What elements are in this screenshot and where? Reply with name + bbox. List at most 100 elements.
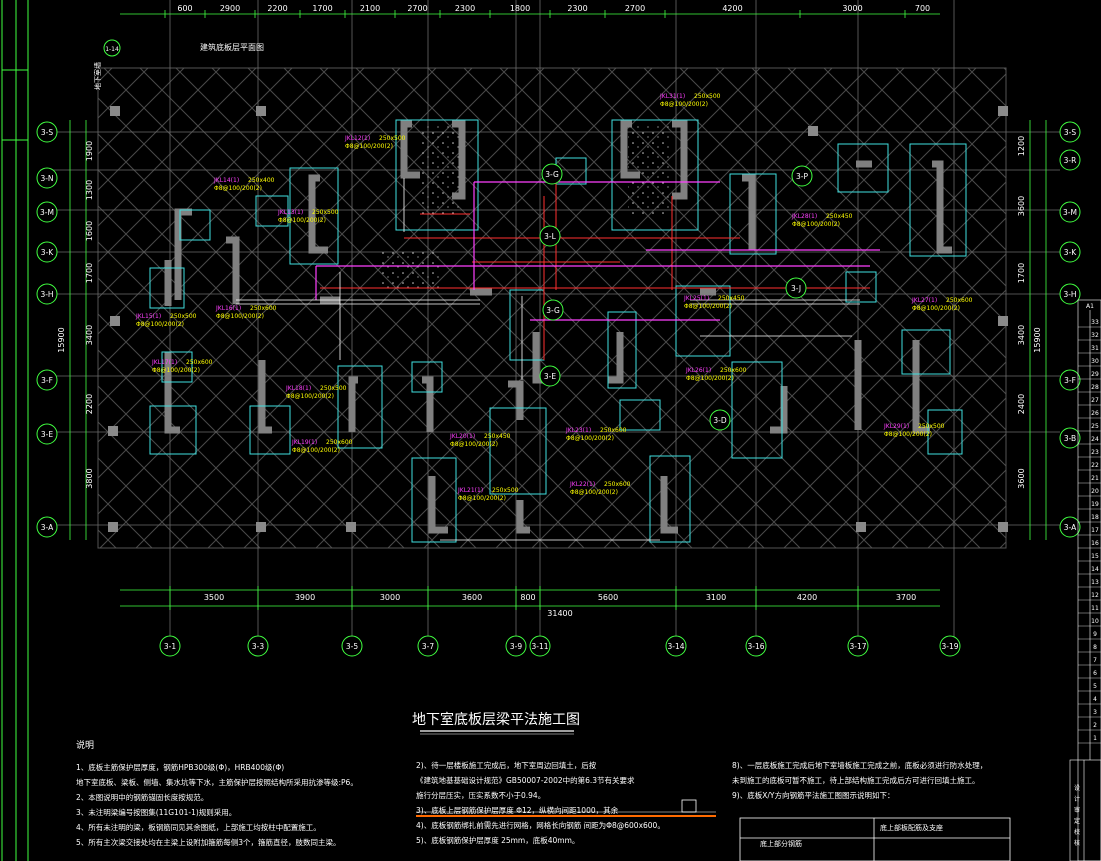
dim-top-1: 2900 [220, 4, 240, 13]
beam-label-name: JKL19(1) [291, 439, 317, 446]
axis-right-1-circle [1059, 149, 1081, 171]
axis-right-3: 3-K [1059, 241, 1081, 263]
axis-bottom-0-circle [159, 635, 181, 657]
title-block-row-1: 32 [1091, 332, 1099, 339]
left-border [1, 0, 29, 861]
drawing-title: 地下室底板层梁平法施工图 [412, 711, 580, 728]
title-block-side-2: 审 [1074, 806, 1080, 814]
title-block-rows: 3332313029282726252423222120191817161514… [1078, 319, 1101, 744]
dim-right-4: 2400 [1017, 394, 1026, 414]
keyplan-title: 底上部板配筋及支座 [880, 823, 943, 832]
beam-label-rebar: Φ8@100/200(2) [686, 375, 734, 382]
title-block-row-0: 33 [1091, 319, 1099, 326]
beam-label-size: 250x600 [250, 305, 277, 312]
notes_right-line-1: 未到施工的底板可暂不施工，待上部结构施工完成后方可进行回填土施工。 [732, 775, 980, 785]
axis-bottom-8-label: 3-17 [849, 642, 866, 651]
beam-label-name: JKL14(1) [213, 177, 239, 184]
title-block-side-3: 定 [1074, 817, 1080, 825]
axis-left-5-label: 3-F [41, 376, 53, 385]
axis-bottom-9-label: 3-19 [941, 642, 958, 651]
notes_left-line-4: 4、所有未注明的梁，板钢筋同见其余图纸，上部施工均按柱中配置施工。 [76, 822, 321, 832]
beam-label-rebar: Φ8@100/200(2) [566, 435, 614, 442]
dim-left-2: 1600 [85, 221, 94, 241]
axis-bottom-4-circle [505, 635, 527, 657]
beam-label-name: JKL31(1) [659, 93, 685, 100]
title-block-side-0: 设 [1074, 784, 1080, 792]
axis-right-5-circle [1059, 369, 1081, 391]
axis-bottom-0: 3-1 [159, 635, 181, 657]
dim-top-10: 4200 [722, 4, 742, 13]
axis-inner-2-label: 3-G [545, 170, 559, 179]
title-block-row-9: 24 [1091, 436, 1099, 443]
dim-top-6: 2300 [455, 4, 475, 13]
axis-bottom-3-circle [417, 635, 439, 657]
beam-label-name: JKL28(1) [791, 213, 817, 220]
beam-label-size: 250x400 [248, 177, 275, 184]
title-block-row-17: 16 [1091, 540, 1099, 547]
axis-bottom-0-label: 3-1 [164, 642, 176, 651]
dim-top-0: 600 [177, 4, 192, 13]
beam-label-rebar: Φ8@100/200(2) [214, 185, 262, 192]
notes-right: 8)、一层底板施工完成后地下室墙板施工完成之前，底板必须进行防水处理， 未到施工… [732, 760, 987, 800]
beam-label-name: JKL26(1) [685, 367, 711, 374]
beam-label-size: 250x500 [320, 385, 347, 392]
beam-label-rebar: Φ8@100/200(2) [136, 321, 184, 328]
level-marker: 1-14 [103, 39, 121, 57]
beam-label-rebar: Φ8@100/200(2) [570, 489, 618, 496]
beam-label-size: 250x600 [600, 427, 627, 434]
title-block-row-12: 21 [1091, 475, 1099, 482]
beam-label-size: 250x600 [720, 367, 747, 374]
beam-label-size: 250x500 [312, 209, 339, 216]
axis-bottom-7-circle [745, 635, 767, 657]
axis-bottom-8: 3-17 [847, 635, 869, 657]
title-block-row-8: 25 [1091, 423, 1099, 430]
axis-left-1-circle [36, 167, 58, 189]
axis-right-5-label: 3-F [1064, 376, 1076, 385]
dim-bottom-4: 800 [520, 593, 535, 602]
beam-label-size: 250x450 [484, 433, 511, 440]
axis-right-4-label: 3-H [1063, 290, 1076, 299]
notes_right-line-0: 8)、一层底板施工完成后地下室墙板施工完成之前，底板必须进行防水处理， [732, 760, 987, 770]
title-block-row-19: 14 [1091, 566, 1099, 573]
notes_left-line-5: 5、所有主次梁交接处均在主梁上设附加箍筋每侧3个，箍筋直径，肢数同主梁。 [76, 837, 341, 847]
notes-heading: 说明 [76, 739, 94, 751]
axis-right-7: 3-A [1059, 516, 1081, 538]
axis-bottom-2-label: 3-5 [346, 642, 358, 651]
axis-right-4-circle [1059, 283, 1081, 305]
beam-label-size: 250x600 [186, 359, 213, 366]
dim-bottom-5: 5600 [598, 593, 618, 602]
axis-bottom-6-circle [665, 635, 687, 657]
beam-label-size: 250x450 [826, 213, 853, 220]
axis-right-5: 3-F [1059, 369, 1081, 391]
beam-label-name: JKL27(1) [911, 297, 937, 304]
beam-label-name: JKL16(1) [215, 305, 241, 312]
beam-label-rebar: Φ8@100/200(2) [884, 431, 932, 438]
dim-bottom-8: 3700 [896, 593, 916, 602]
title-block-row-18: 15 [1091, 553, 1099, 560]
beam-label-rebar: Φ8@100/200(2) [684, 303, 732, 310]
title-block-row-29: 4 [1093, 696, 1097, 703]
title-block-row-15: 18 [1091, 514, 1099, 521]
dim-top-11: 3000 [842, 4, 862, 13]
beam-label-name: JKL29(1) [883, 423, 909, 430]
axis-right-0-circle [1059, 121, 1081, 143]
dim-left-0: 1900 [85, 141, 94, 161]
title-block-row-31: 2 [1093, 722, 1097, 729]
axis-right-2-circle [1059, 201, 1081, 223]
axis-bottom-2-circle [341, 635, 363, 657]
axis-bottom-1-circle [247, 635, 269, 657]
notes_left-line-1: 地下室底板、梁板、侧墙、集水坑等下水，主筋保护层按照结构所采用抗渗等级:P6。 [76, 777, 358, 787]
axis-inner-3-circle [539, 365, 561, 387]
dim-right-1: 3600 [1017, 196, 1026, 216]
beam-label-size: 250x500 [918, 423, 945, 430]
axis-bottom-7-label: 3-16 [747, 642, 764, 651]
beam-label-name: JKL15(1) [135, 313, 161, 320]
axis-right-7-label: 3-A [1064, 523, 1077, 532]
title-block-header: A1 [1086, 303, 1094, 310]
